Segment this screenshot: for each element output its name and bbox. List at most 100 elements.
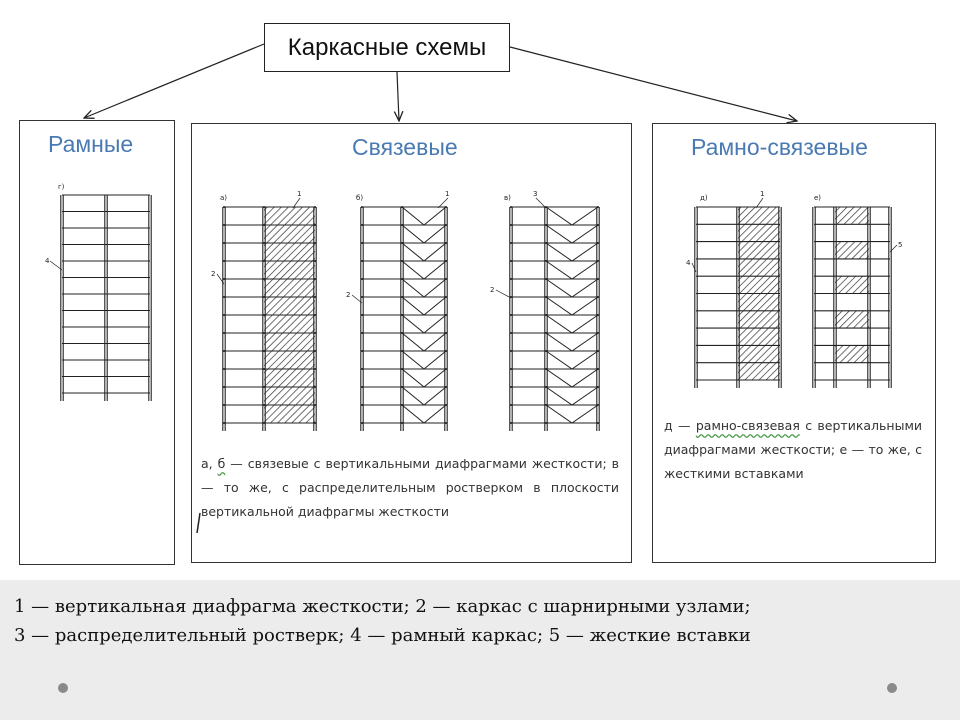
desc-part-underlined: б xyxy=(217,456,226,471)
hinge-dot xyxy=(263,386,265,388)
hatched-panel xyxy=(835,241,869,259)
callout-5-e: 5 xyxy=(898,241,902,249)
connector-arrows xyxy=(0,43,960,130)
hinge-dot xyxy=(223,296,225,298)
brace-line xyxy=(401,368,447,388)
legend: 1 — вертикальная диафрагма жесткости; 2 … xyxy=(14,592,954,650)
hinge-dot xyxy=(401,368,403,370)
figure-label-a: а) xyxy=(220,194,227,202)
hinge-dot xyxy=(314,332,316,334)
hinge-dot xyxy=(445,350,447,352)
brace-line xyxy=(545,404,599,424)
hinge-dot xyxy=(361,332,363,334)
hinge-dot xyxy=(263,422,265,424)
figure-label-e: е) xyxy=(814,194,821,202)
hinge-dot xyxy=(223,242,225,244)
hinge-dot xyxy=(223,278,225,280)
hinge-dot xyxy=(597,206,599,208)
leader-line xyxy=(351,294,363,304)
hinge-dot xyxy=(223,314,225,316)
hinge-dot xyxy=(401,404,403,406)
hinge-dot xyxy=(401,278,403,280)
desc-part: д — xyxy=(664,418,696,433)
leader-line xyxy=(437,197,449,209)
hinge-dot xyxy=(263,242,265,244)
callout-1-b: 1 xyxy=(445,190,449,198)
brace-line xyxy=(401,296,447,316)
brace-line xyxy=(401,404,447,424)
brace-line xyxy=(545,296,599,316)
hinge-dot xyxy=(445,368,447,370)
brace-line xyxy=(401,332,447,352)
hinge-dot xyxy=(545,386,547,388)
hinge-dot xyxy=(597,422,599,424)
hinge-dot xyxy=(263,368,265,370)
hinge-dot xyxy=(510,224,512,226)
hinge-dot xyxy=(314,206,316,208)
panel-title-frame: Рамные xyxy=(48,131,134,157)
hinge-dot xyxy=(510,404,512,406)
hinge-dot xyxy=(445,278,447,280)
hinge-dot xyxy=(223,260,225,262)
hinge-dot xyxy=(445,314,447,316)
hinge-dot xyxy=(314,242,316,244)
hinge-dot xyxy=(510,314,512,316)
figure-label-b: б) xyxy=(356,194,363,202)
hinge-dot xyxy=(510,260,512,262)
hinge-dot xyxy=(597,368,599,370)
leader-line xyxy=(292,197,301,209)
hinge-dot xyxy=(545,368,547,370)
hinge-dot xyxy=(361,242,363,244)
hinge-dot xyxy=(314,422,316,424)
leader-line xyxy=(889,244,898,253)
hinge-dot xyxy=(401,332,403,334)
arrow-to-frame-braced xyxy=(509,46,797,121)
hinge-dot xyxy=(223,368,225,370)
hinge-dot xyxy=(361,296,363,298)
braced-description: а, б — связевые с вертикальными диафрагм… xyxy=(201,452,619,524)
arrow-to-frame xyxy=(84,43,265,118)
bullet-dot-right xyxy=(887,683,897,693)
hinge-dot xyxy=(445,242,447,244)
hinge-dot xyxy=(263,278,265,280)
hatched-panel xyxy=(835,207,869,225)
callout-1-d: 1 xyxy=(760,190,764,198)
brace-line xyxy=(545,314,599,334)
hinge-dot xyxy=(223,206,225,208)
hinge-dot xyxy=(361,314,363,316)
hinge-dot xyxy=(361,224,363,226)
hatched-panel xyxy=(835,345,869,363)
hinge-dot xyxy=(510,278,512,280)
structural-drawings: г)4а)12б)12в)32д)14е)5 xyxy=(45,183,902,431)
hinge-dot xyxy=(223,386,225,388)
hinge-dot xyxy=(223,224,225,226)
legend-line-2: 3 — распределительный ростверк; 4 — рамн… xyxy=(14,625,751,646)
hinge-dot xyxy=(223,404,225,406)
hinge-dot xyxy=(510,242,512,244)
hinge-dot xyxy=(545,332,547,334)
hinge-dot xyxy=(401,296,403,298)
frame-drawing-c xyxy=(509,206,600,431)
hinge-dot xyxy=(510,332,512,334)
hinge-dot xyxy=(314,296,316,298)
hinge-dot xyxy=(445,332,447,334)
hinge-dot xyxy=(401,206,403,208)
hinge-dot xyxy=(597,350,599,352)
brace-line xyxy=(401,350,447,370)
desc-part: с вертикальными диафрагмами жесткости; е… xyxy=(664,418,922,481)
hinge-dot xyxy=(401,260,403,262)
frame-drawing-b xyxy=(360,206,448,431)
frame-drawing-e xyxy=(812,206,892,388)
hinge-dot xyxy=(361,206,363,208)
figure-label-g: г) xyxy=(58,183,65,191)
brace-line xyxy=(401,224,447,244)
hinge-dot xyxy=(545,224,547,226)
hinge-dot xyxy=(597,314,599,316)
hinge-dot xyxy=(263,260,265,262)
hinge-dot xyxy=(401,422,403,424)
arrow-to-braced xyxy=(397,71,399,121)
hinge-dot xyxy=(597,260,599,262)
legend-line-1: 1 — вертикальная диафрагма жесткости; 2 … xyxy=(14,596,751,617)
hinge-dot xyxy=(597,386,599,388)
hinge-dot xyxy=(401,350,403,352)
